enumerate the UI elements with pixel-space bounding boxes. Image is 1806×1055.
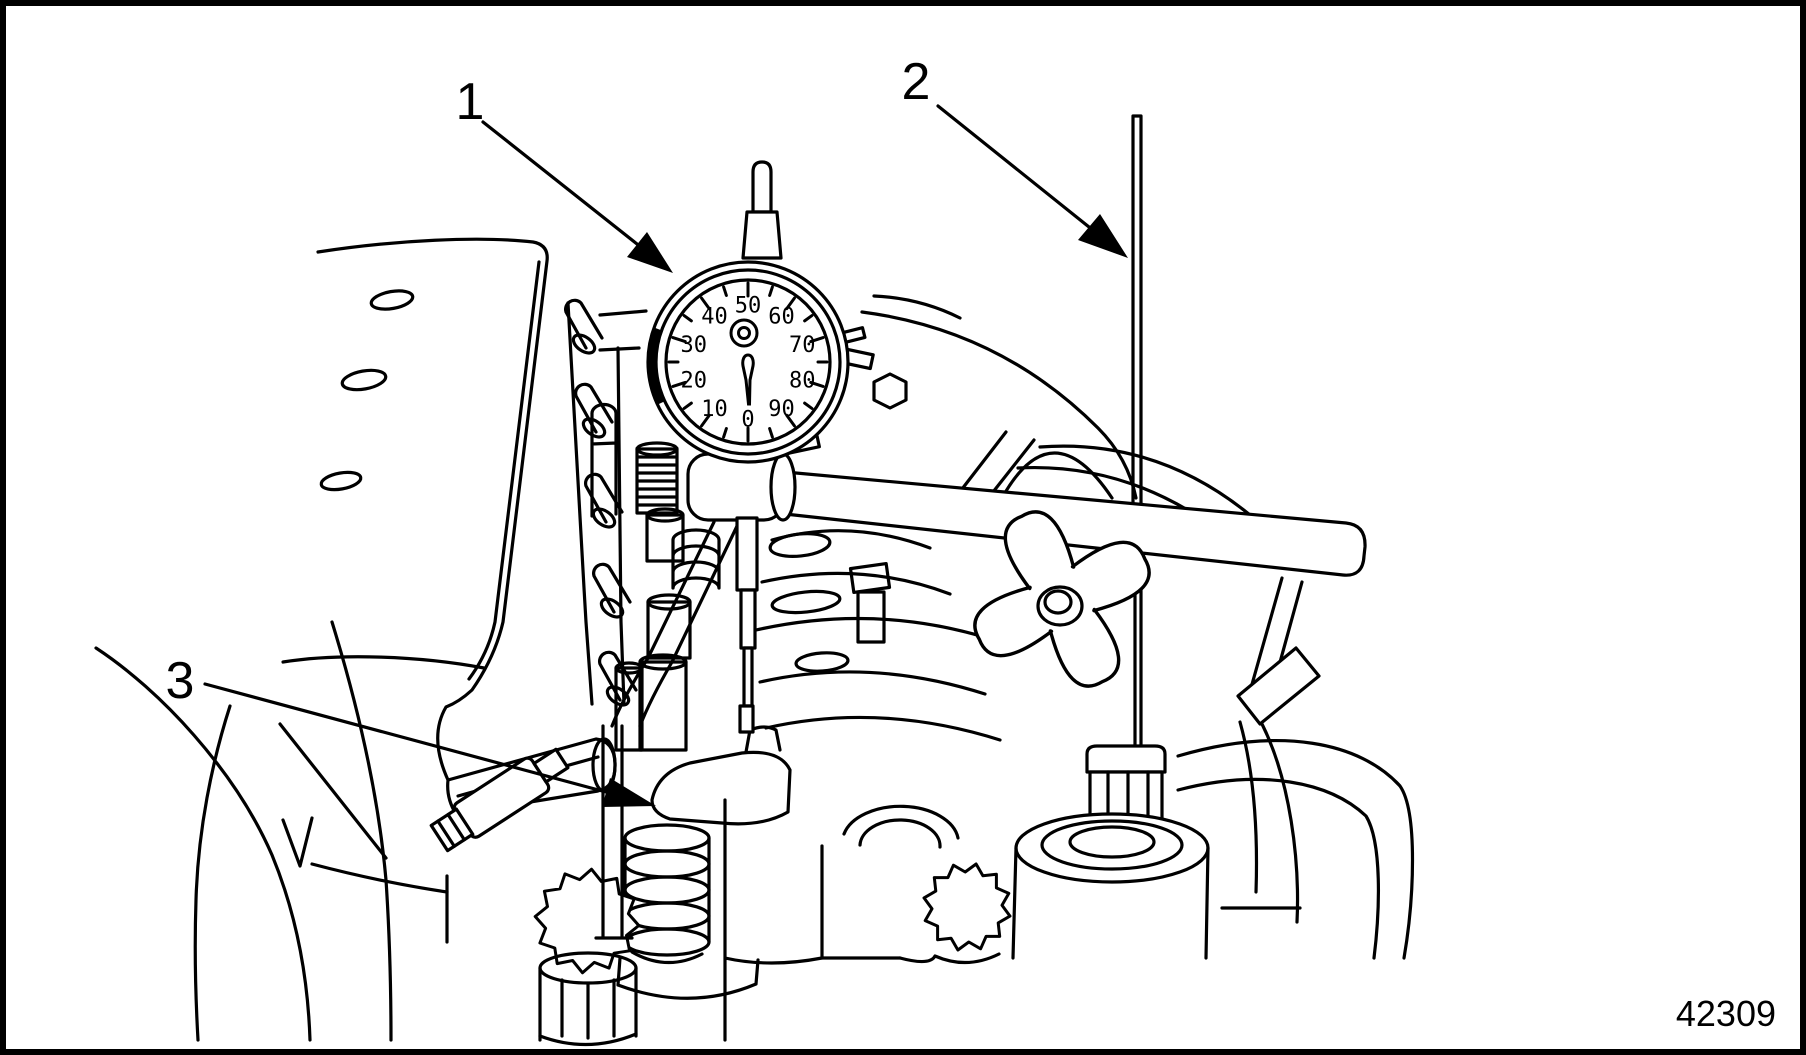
- dial-tick: [671, 336, 687, 344]
- dial-needle: [741, 353, 755, 406]
- dial-tick: [671, 380, 687, 388]
- indicator-stem-tip: [751, 160, 773, 214]
- head-bolt: [848, 562, 892, 594]
- head-stud-rail: [563, 298, 648, 711]
- twelve-point-bolt-right: [820, 804, 1012, 965]
- hoses-and-braces: [1016, 444, 1415, 960]
- dial-tick: [785, 296, 796, 311]
- callout-2: 2: [902, 53, 1128, 258]
- dial-tick: [803, 314, 814, 323]
- dial-tick: [682, 401, 693, 410]
- dial-tick: [722, 285, 728, 297]
- dial-number: 60: [768, 305, 795, 330]
- dial-number: 40: [701, 305, 728, 330]
- hex-nut: [872, 372, 908, 410]
- injector-follower: [650, 725, 792, 826]
- dial-tick: [803, 401, 814, 410]
- dial-number: 20: [681, 368, 708, 393]
- dial-number: 90: [768, 397, 795, 422]
- dial-number: 50: [735, 294, 762, 319]
- callout-3-label: 3: [166, 652, 195, 710]
- callout-3-arrowhead: [602, 778, 656, 807]
- callout-2-leader: [936, 104, 1091, 229]
- dial-tick: [700, 413, 711, 428]
- dial-tick: [809, 336, 825, 344]
- dial-number: 10: [701, 397, 728, 422]
- valve-cover: [316, 237, 549, 782]
- engine-silhouette: [94, 620, 486, 1042]
- indicator-stand: [594, 520, 740, 940]
- figure-number: 42309: [1676, 993, 1776, 1034]
- clamp-bar: [783, 470, 1367, 577]
- callout-1-arrowhead: [627, 232, 673, 273]
- twelve-point-head: [533, 867, 641, 975]
- twelve-point-head: [922, 862, 1012, 952]
- indicator-stem: [741, 210, 783, 260]
- dial-tick: [768, 427, 774, 439]
- dial-tick: [809, 380, 825, 388]
- indicator-spindle: [735, 516, 759, 592]
- dial-tick: [682, 314, 693, 323]
- callout-1-leader: [481, 120, 639, 246]
- brace-collar: [1236, 646, 1321, 726]
- dial-number: 70: [789, 333, 816, 358]
- dial-tick: [785, 413, 796, 428]
- dial-number: 0: [741, 408, 754, 433]
- rod-hex-fitting: [1085, 744, 1167, 774]
- callout-3-leader: [203, 682, 608, 794]
- callout-3: 3: [166, 652, 656, 807]
- dial-tick: [700, 296, 711, 311]
- dial-tick: [722, 427, 728, 439]
- height-gauge-rod: [1011, 114, 1210, 960]
- cover-hole: [369, 289, 415, 311]
- cover-hole: [340, 368, 388, 392]
- dial-number: 30: [681, 333, 708, 358]
- star-knob-hub: [1036, 585, 1084, 627]
- cover-hole: [319, 470, 363, 492]
- sub-dial: [729, 318, 759, 348]
- injector-spring: [616, 823, 760, 1000]
- indicator-face: [664, 278, 832, 446]
- guide-cylinder: [1014, 812, 1210, 884]
- callout-1: 1: [456, 73, 673, 273]
- dial-tick: [768, 285, 774, 297]
- block-lines: [445, 798, 824, 1042]
- dial-number: 80: [789, 368, 816, 393]
- twelve-point-bolt-left: [533, 867, 641, 1047]
- callout-2-arrowhead: [1078, 214, 1128, 258]
- callout-1-label: 1: [456, 73, 485, 131]
- callout-2-label: 2: [902, 53, 931, 111]
